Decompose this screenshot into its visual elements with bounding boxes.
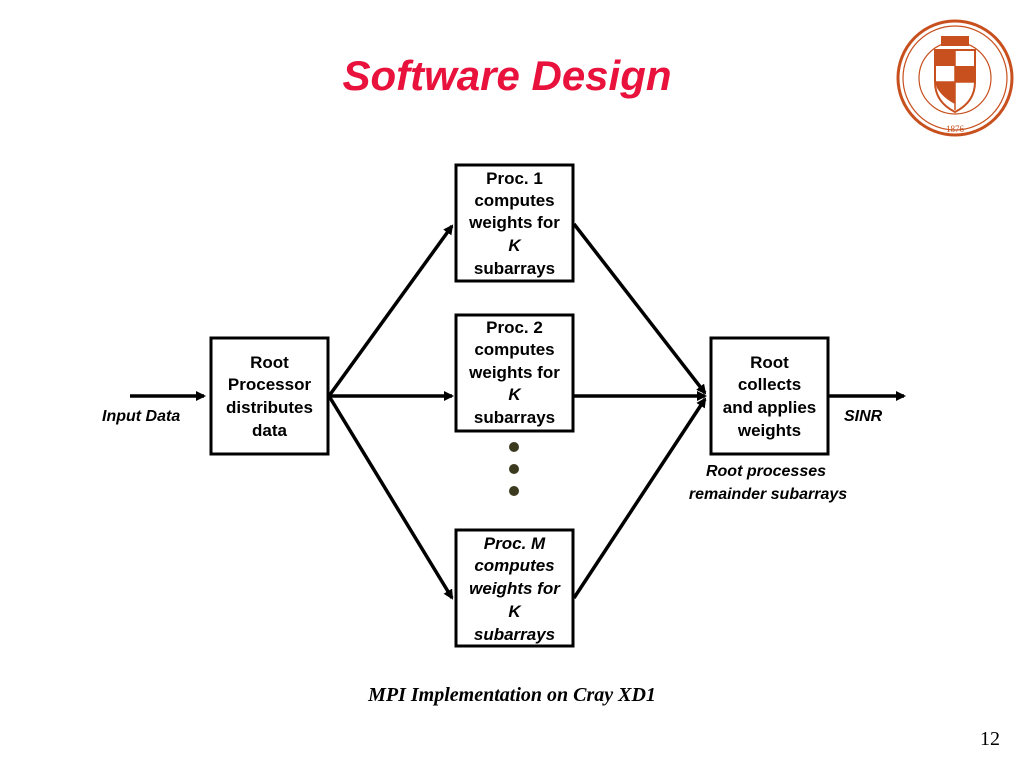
diagram-element: weights for: [468, 213, 560, 232]
root-collect-box: [709, 336, 830, 456]
diagram-element: subarrays: [474, 259, 555, 278]
diagram-element: K: [508, 236, 522, 255]
diagram-element: K: [508, 602, 522, 621]
page-number: 12: [980, 728, 1000, 750]
arrow-root-to-procM: [327, 395, 454, 600]
root-collect-text: Root collects and applies weights: [723, 353, 817, 440]
root-note-line-2: remainder subarrays: [689, 486, 847, 503]
diagram-element: computes: [474, 340, 554, 359]
root-note-line-1: Root processes: [706, 463, 826, 480]
diagram-element: subarrays: [474, 625, 555, 644]
diagram-element: computes: [474, 556, 554, 575]
diagram-element: and applies: [723, 398, 817, 417]
diagram-element: weights for: [468, 363, 560, 382]
proc1-text: Proc. 1 computes weights for K subarrays: [468, 169, 560, 278]
proc2-text: Proc. 2 computes weights for K subarrays: [468, 318, 560, 427]
diagram-element: collects: [738, 375, 801, 394]
university-seal-icon: 1876: [896, 19, 1014, 137]
diagram-element: Proc. 2: [486, 318, 543, 337]
arrow-root-to-proc1: [327, 224, 454, 398]
diagram-element: data: [252, 421, 288, 440]
diagram-element: Root: [750, 353, 789, 372]
sinr-label: SINR: [844, 408, 883, 425]
root-distribute-box: [209, 336, 330, 456]
diagram-element: Processor: [228, 375, 312, 394]
diagram-element: weights: [737, 421, 801, 440]
arrow-procM-to-root: [572, 397, 707, 599]
root-distribute-text: Root Processor distributes data: [226, 353, 313, 440]
diagram-element: computes: [474, 191, 554, 210]
diagram-element: K: [508, 385, 522, 404]
figure-caption: MPI Implementation on Cray XD1: [368, 684, 656, 706]
seal-year: 1876: [946, 124, 965, 134]
proc2-box: [454, 313, 575, 433]
input-data-label: Input Data: [102, 408, 180, 425]
diagram-element: Proc. M: [484, 534, 546, 553]
diagram-element: [209, 163, 830, 648]
procM-text: Proc. M computes weights for K subarrays: [469, 534, 561, 644]
diagram-element: subarrays: [474, 408, 555, 427]
ellipsis-dots: [509, 442, 519, 496]
diagram-element: Root: [250, 353, 289, 372]
slide-title: Software Design: [342, 52, 672, 99]
proc1-box: [454, 163, 575, 283]
diagram-element: distributes: [226, 398, 313, 417]
diagram-element: [130, 222, 906, 600]
diagram-element: Proc. 1: [486, 169, 543, 188]
diagram-element: weights for: [469, 579, 561, 598]
procM-box: [454, 528, 575, 648]
arrow-proc1-to-root: [572, 222, 707, 395]
